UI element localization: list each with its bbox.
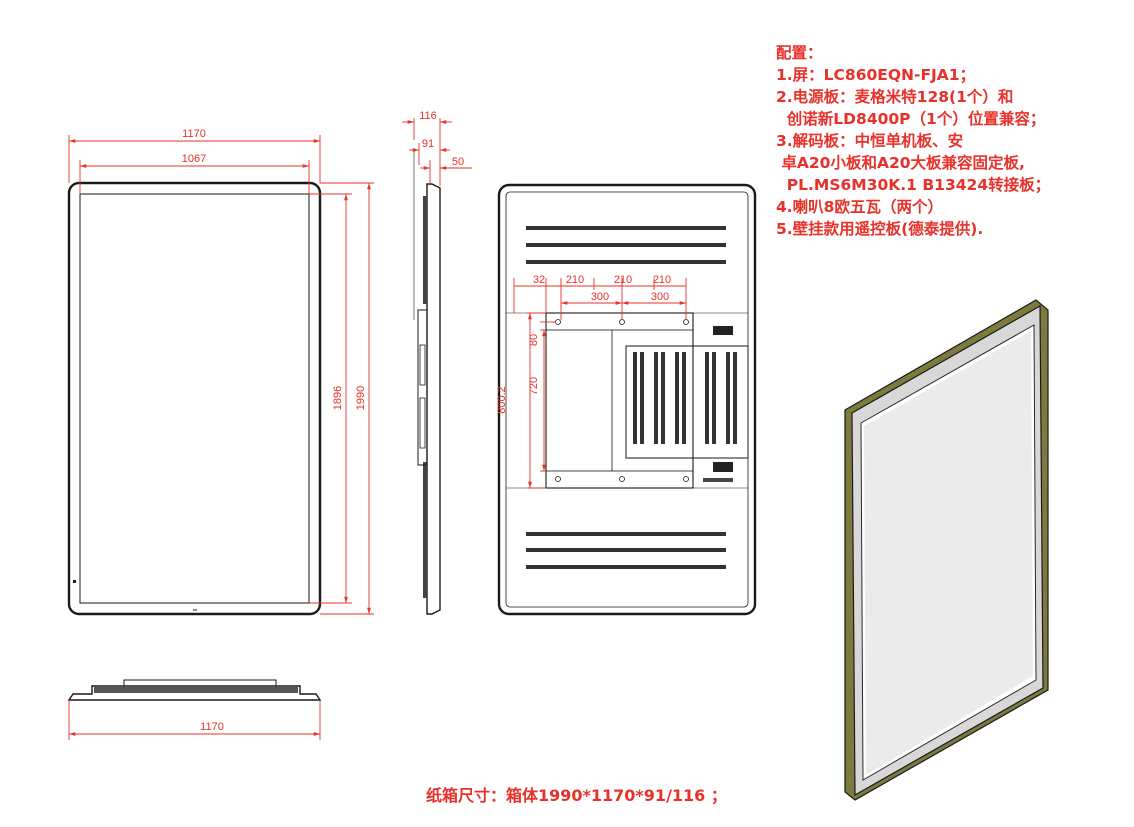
bottom-view-vents	[94, 687, 298, 693]
side-view-frame	[426, 183, 441, 615]
spec-line-1: 1.屏：LC860EQN-FJA1；	[776, 66, 975, 84]
side-port-panel	[419, 344, 426, 386]
spec-line-2: 2.电源板：麦格米特128(1个）和	[776, 87, 1013, 106]
spec-line-4: 3.解码板：中恒单机板、安	[776, 131, 963, 150]
dim-bottom-width: 1170	[200, 721, 224, 733]
spec-line-7: 4.喇叭8欧五瓦（两个）	[776, 197, 943, 216]
dim-back-vertical: 800.2	[496, 386, 508, 414]
io-port-block-bottom	[713, 462, 733, 472]
bottom-view-backcover	[123, 679, 277, 687]
front-screen-area	[79, 193, 310, 604]
io-port-strip	[703, 478, 733, 482]
mount-holes	[555, 319, 689, 482]
spec-line-0: 配置：	[776, 44, 823, 62]
dim-back-300-a: 300	[591, 291, 609, 303]
mainboard-cover	[625, 345, 749, 459]
back-housing-outline	[497, 183, 757, 616]
back-cover-outline	[505, 191, 749, 608]
bottom-view: 1170	[67, 679, 322, 740]
dim-side-total: 116	[419, 110, 437, 122]
spec-line-5: 卓A20小板和A20大板兼容固定板,	[776, 153, 1025, 172]
front-view: 1170 1067 1896 1990	[67, 128, 374, 616]
dim-back-300-b: 300	[651, 291, 669, 303]
dim-front-height: 1990	[355, 386, 367, 410]
back-vents-upper	[526, 226, 726, 264]
dim-back-720: 720	[528, 377, 540, 395]
front-indicator-mark	[73, 580, 76, 583]
spec-notes: 配置： 1.屏：LC860EQN-FJA1； 2.电源板：麦格米特128(1个）…	[776, 44, 1050, 238]
dim-back-210-b: 210	[614, 274, 632, 286]
bottom-view-profile	[67, 685, 322, 701]
spec-line-3: 创诺新LD8400P（1个）位置兼容；	[776, 109, 1045, 128]
isometric-view	[844, 299, 1049, 801]
dim-front-inner-width: 1067	[182, 153, 206, 165]
carton-size-note: 纸箱尺寸：箱体1990*1170*91/116 ；	[426, 786, 727, 805]
side-vents-upper	[423, 196, 427, 304]
dim-front-width: 1170	[182, 128, 206, 140]
side-port-panel-2	[419, 397, 426, 449]
dim-back-210-a: 210	[566, 274, 584, 286]
spec-line-6: PL.MS6M30K.1 B13424转接板；	[776, 175, 1050, 194]
wall-mount-plate	[545, 312, 694, 489]
io-port-block-top	[713, 326, 733, 335]
side-vents-lower	[423, 462, 427, 598]
back-vents-lower	[526, 532, 726, 569]
dim-back-80: 80	[528, 334, 540, 346]
dim-front-inner-height: 1896	[332, 386, 344, 410]
back-view: 32 210 210 210 300 300 800.2 80 720	[496, 183, 757, 616]
side-view: 116 91 50	[402, 110, 472, 615]
spec-line-8: 5.壁挂款用遥控板(德泰提供).	[776, 219, 983, 238]
mainboard-vents	[633, 352, 737, 444]
dim-side-thin: 50	[452, 156, 464, 168]
dim-side-body: 91	[422, 138, 434, 150]
front-bezel-outline	[67, 181, 322, 616]
side-backcover-bump	[417, 309, 428, 466]
dim-back-210-c: 210	[653, 274, 671, 286]
dim-back-32: 32	[533, 274, 545, 286]
